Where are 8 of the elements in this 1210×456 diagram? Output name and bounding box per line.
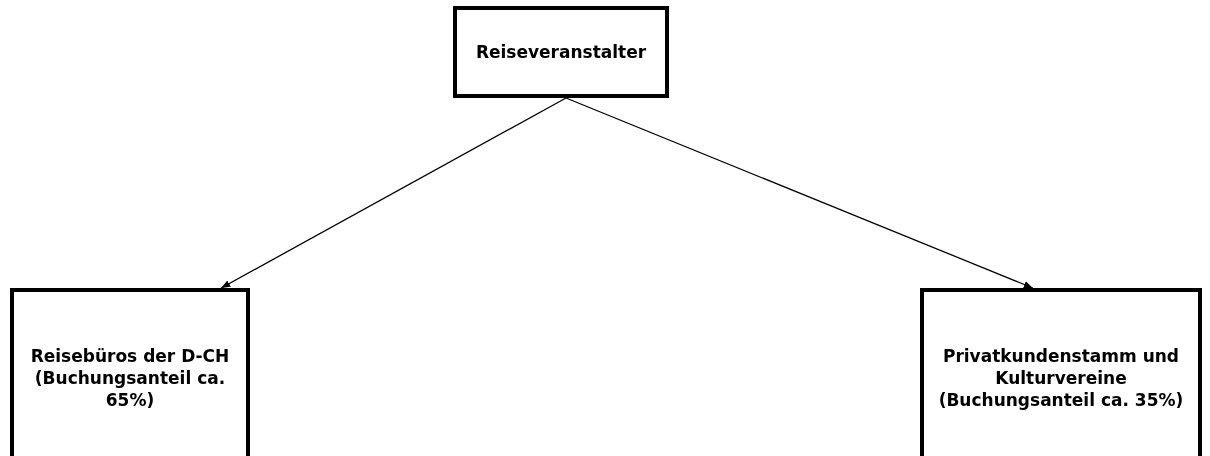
box-label: Privatkundenstamm und Kulturvereine (Buchungsanteil ca. 35%) — [937, 344, 1185, 412]
arrow — [565, 97, 1034, 289]
box-label: Reisebüros der D-CH (Buchungsanteil ca. 65%) — [30, 344, 230, 412]
process-box — [920, 288, 1202, 456]
box-label: Reiseveranstalter — [475, 40, 647, 64]
process-box — [10, 288, 250, 456]
arrow — [220, 97, 567, 289]
process-box — [453, 6, 669, 98]
